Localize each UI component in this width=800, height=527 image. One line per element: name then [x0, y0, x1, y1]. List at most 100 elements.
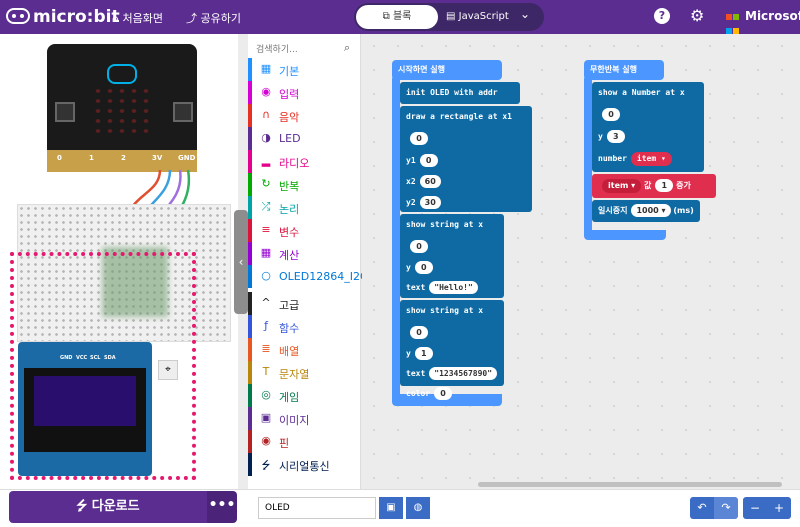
- str1-x-field[interactable]: 0: [410, 240, 428, 253]
- num-var-dropdown[interactable]: item ▾: [630, 152, 672, 166]
- screenshot-icon[interactable]: ⌖: [158, 360, 178, 380]
- toolbox-category-0[interactable]: ▦기본: [248, 58, 360, 81]
- usb-icon: ⭍: [261, 459, 271, 472]
- toolbox-category-label: 라디오: [279, 157, 310, 170]
- chevron-down-icon[interactable]: ⌄: [520, 7, 531, 21]
- on-start-hat[interactable]: 시작하면 실행: [392, 60, 502, 80]
- undo-icon[interactable]: ↶: [690, 497, 714, 519]
- str2-x-field[interactable]: 0: [410, 326, 428, 339]
- home-button[interactable]: ⌂ 처음화면: [112, 10, 163, 26]
- category-color-bar: [248, 219, 252, 242]
- str1-y-field[interactable]: 0: [414, 261, 433, 274]
- pin-label[interactable]: GND: [178, 154, 196, 162]
- logo-text: micro:bit: [33, 7, 120, 27]
- toolbox-category-label: 핀: [279, 437, 290, 450]
- list-icon: ≡: [261, 223, 271, 236]
- rect-y2-field[interactable]: 30: [419, 196, 441, 209]
- str2-text-field[interactable]: "1234567890": [429, 367, 498, 380]
- calculator-icon: ▦: [260, 246, 272, 259]
- toolbox-category-10[interactable]: ^고급: [248, 292, 360, 315]
- signal-icon: ▂: [261, 154, 271, 167]
- pin-label[interactable]: 2: [121, 154, 126, 162]
- collapse-simulator-button[interactable]: ‹: [234, 210, 248, 314]
- toolbox-category-6[interactable]: ⤮논리: [248, 196, 360, 219]
- zoom-in-icon[interactable]: +: [767, 497, 791, 519]
- category-color-bar: [248, 127, 252, 150]
- led-matrix: [92, 86, 152, 136]
- show-string-block-1[interactable]: show string at x0 y0 text"Hello!" color1: [400, 214, 504, 314]
- project-name-input[interactable]: [258, 497, 376, 519]
- tab-blocks-label: 블록: [392, 11, 412, 22]
- toolbox-category-12[interactable]: ≣배열: [248, 338, 360, 361]
- download-button[interactable]: ⭍ 다운로드: [9, 491, 207, 523]
- zoom-out-icon[interactable]: −: [743, 497, 767, 519]
- home-label: 처음화면: [122, 12, 163, 25]
- button-b[interactable]: [173, 102, 193, 122]
- button-a[interactable]: [55, 102, 75, 122]
- category-color-bar: [248, 265, 252, 288]
- blocks-workspace[interactable]: 시작하면 실행 init OLED with addr60 draw a rec…: [362, 34, 800, 489]
- rect-x1-field[interactable]: 0: [410, 132, 428, 145]
- tab-blocks[interactable]: ⧉ 블록: [356, 5, 438, 29]
- save-icon[interactable]: ▣: [379, 497, 403, 519]
- num-x-field[interactable]: 0: [602, 108, 620, 121]
- toolbox-category-3[interactable]: ◑LED: [248, 127, 360, 150]
- num-y-field[interactable]: 3: [606, 130, 625, 143]
- search-icon[interactable]: ⌕: [344, 41, 351, 54]
- toolbox-category-5[interactable]: ↻반복: [248, 173, 360, 196]
- change-val-field[interactable]: 1: [655, 179, 674, 192]
- toolbox-category-8[interactable]: ▦계산: [248, 242, 360, 265]
- circle-icon: ○: [261, 269, 271, 282]
- toolbox-category-14[interactable]: ◎게임: [248, 384, 360, 407]
- workspace-horizontal-scrollbar[interactable]: [478, 482, 782, 487]
- str2-y-field[interactable]: 1: [414, 347, 433, 360]
- init-oled-block[interactable]: init OLED with addr60: [400, 82, 520, 121]
- pause-dropdown[interactable]: 1000 ▾: [631, 204, 671, 217]
- forever-hat[interactable]: 무한반복 실행: [584, 60, 664, 80]
- toolbox-category-16[interactable]: ◉핀: [248, 430, 360, 453]
- toolbox: ⌕ ▦기본◉입력∩음악◑LED ▂ 라디오 ↻반복⤮논리≡변수▦계산○OLED1286…: [248, 34, 368, 489]
- on-start-foot: [392, 394, 502, 406]
- toolbox-category-9[interactable]: ○OLED12864_I2C: [248, 265, 368, 288]
- microsoft-label[interactable]: Microsoft: [745, 9, 800, 23]
- change-var-dropdown[interactable]: item ▾: [602, 179, 642, 193]
- toolbox-category-15[interactable]: ▣이미지: [248, 407, 360, 430]
- more-label: •••: [208, 497, 236, 513]
- array-icon: ≣: [261, 342, 271, 355]
- toolbox-category-17[interactable]: ⭍시리얼통신: [248, 453, 360, 476]
- rect-y1-field[interactable]: 0: [419, 154, 438, 167]
- microbit-logo[interactable]: micro:bit: [6, 7, 120, 27]
- microsoft-logo-icon[interactable]: [726, 10, 740, 38]
- more-button[interactable]: •••: [207, 491, 237, 523]
- category-color-bar: [248, 430, 252, 453]
- toolbox-category-7[interactable]: ≡변수: [248, 219, 360, 242]
- gear-icon[interactable]: ⚙: [690, 6, 705, 25]
- toolbox-category-1[interactable]: ◉입력: [248, 81, 360, 104]
- tab-javascript[interactable]: ▤ JavaScript: [446, 5, 509, 29]
- toolbox-category-4[interactable]: ▂ 라디오: [248, 150, 360, 173]
- toolbox-category-2[interactable]: ∩음악: [248, 104, 360, 127]
- pin-label[interactable]: 1: [89, 154, 94, 162]
- pin-label[interactable]: 3V: [152, 154, 163, 162]
- str1-text-field[interactable]: "Hello!": [429, 281, 478, 294]
- grid-icon: ▦: [260, 62, 272, 75]
- bottom-bar: ⭍ 다운로드 ••• ▣ ◍ ↶ ↷ − +: [0, 489, 800, 527]
- redo-icon[interactable]: ↷: [714, 497, 738, 519]
- github-icon[interactable]: ◍: [406, 497, 430, 519]
- puzzle-icon: ⧉: [382, 11, 390, 22]
- help-icon[interactable]: ?: [654, 8, 670, 24]
- toolbox-category-label: 게임: [279, 391, 300, 404]
- share-button[interactable]: ⤴ 공유하기: [186, 10, 241, 26]
- pin-label[interactable]: 0: [57, 154, 62, 162]
- search-input[interactable]: [248, 40, 364, 60]
- rect-x2-field[interactable]: 60: [419, 175, 441, 188]
- str2-color-field[interactable]: 0: [434, 387, 453, 400]
- oled-pin-label: VCC: [76, 355, 88, 361]
